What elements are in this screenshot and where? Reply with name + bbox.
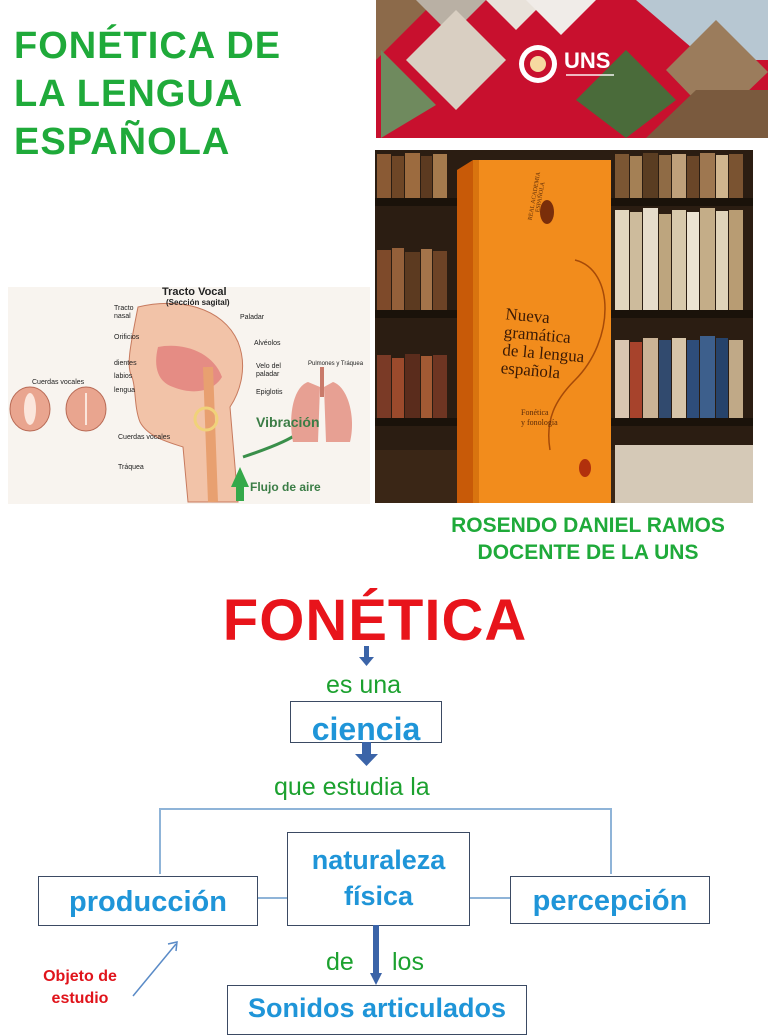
vocal-tract-illustration (8, 287, 370, 504)
box-produccion-label: producción (69, 886, 227, 918)
box-naturaleza-label: naturaleza (311, 845, 446, 875)
label-cuerdas-vocales: Cuerdas vocales (118, 434, 171, 441)
book-title: Nueva gramática de la lengua española (500, 304, 616, 386)
vocal-tract-title: Tracto Vocal (162, 287, 227, 298)
cover-title: FONÉTICA DE LA LENGUA ESPAÑOLA (14, 22, 364, 166)
box-sonidos-articulados: Sonidos articulados (227, 985, 527, 1035)
box-naturaleza-fisica: naturaleza física (287, 832, 470, 926)
label-pulmones: Pulmones y Tráquea (308, 361, 364, 367)
cover-title-line-2: LA LENGUA (14, 73, 244, 115)
down-arrow-icon-2 (355, 742, 378, 766)
book-photo: REAL ACADEMIA ESPAÑOLA Nueva gramática d… (375, 150, 753, 503)
label-lengua: lengua (114, 387, 136, 394)
label-es-una: es una (326, 671, 402, 699)
box-percepcion: percepción (510, 876, 710, 924)
author-role: DOCENTE DE LA UNS (477, 541, 699, 564)
book-subtitle: Fonética y fonología (521, 408, 558, 428)
label-traquea: Tráquea (118, 464, 144, 471)
label-cuerdas-left: Cuerdas vocales (32, 379, 85, 386)
objeto-de-estudio: Objeto de estudio (22, 966, 138, 1010)
label-los: los (392, 948, 424, 976)
connector-mid-left (256, 897, 290, 899)
box-ciencia-label: ciencia (311, 711, 421, 743)
banner-collage (376, 0, 768, 138)
diagram-heading: FONÉTICA (222, 588, 528, 653)
cover-title-line-3: ESPAÑOLA (14, 121, 231, 163)
connector-top (159, 808, 612, 810)
bookshelf-illustration (375, 150, 753, 503)
connector-right (610, 808, 612, 874)
book-subtitle-line-2: y fonología (521, 418, 558, 427)
label-dientes: dientes (114, 360, 137, 367)
label-paladar: Paladar (240, 314, 265, 321)
university-banner: UNS (376, 0, 768, 138)
label-orificios: Orificios (114, 334, 140, 341)
pointer-arrow-icon (132, 941, 178, 997)
box-percepcion-label: percepción (532, 885, 688, 917)
cover-title-line-1: FONÉTICA DE (14, 25, 282, 67)
objeto-line-1: Objeto de (43, 968, 117, 985)
lungs-icon (291, 382, 320, 442)
down-arrow-icon-3 (370, 925, 382, 985)
book-subtitle-line-1: Fonética (521, 408, 549, 417)
label-velo: Velo del paladar (256, 363, 281, 378)
label-epiglotis: Epiglotis (256, 389, 283, 396)
box-ciencia: ciencia (290, 701, 442, 743)
label-alveolos: Alvéolos (254, 340, 281, 347)
author-name: ROSENDO DANIEL RAMOS (451, 514, 725, 537)
label-flujo-aire: Flujo de aire (250, 480, 321, 494)
logo-subtitle-line (566, 74, 614, 76)
objeto-line-2: estudio (51, 990, 109, 1007)
box-sonidos-label: Sonidos articulados (247, 993, 507, 1023)
box-produccion: producción (38, 876, 258, 926)
airflow-arrow-icon (231, 467, 249, 501)
label-labios: labios (114, 373, 133, 380)
author-block: ROSENDO DANIEL RAMOS DOCENTE DE LA UNS (400, 512, 768, 566)
label-vibracion: Vibración (256, 414, 320, 430)
down-arrow-icon (359, 646, 374, 666)
vocal-tract-subtitle: (Sección sagital) (166, 298, 230, 307)
rae-crest-icon (540, 200, 554, 224)
connector-left (159, 808, 161, 874)
connector-mid-right (469, 897, 511, 899)
label-tracto-nasal: Tracto nasal (114, 305, 134, 320)
rae-small-crest-icon (579, 459, 591, 477)
uns-logo-text: UNS (564, 48, 611, 73)
vocal-tract-diagram: Tracto Vocal (Sección sagital) Tracto na… (8, 287, 370, 504)
label-que-estudia: que estudia la (274, 773, 430, 801)
box-fisica-label: física (343, 881, 414, 911)
label-de: de (326, 948, 354, 976)
